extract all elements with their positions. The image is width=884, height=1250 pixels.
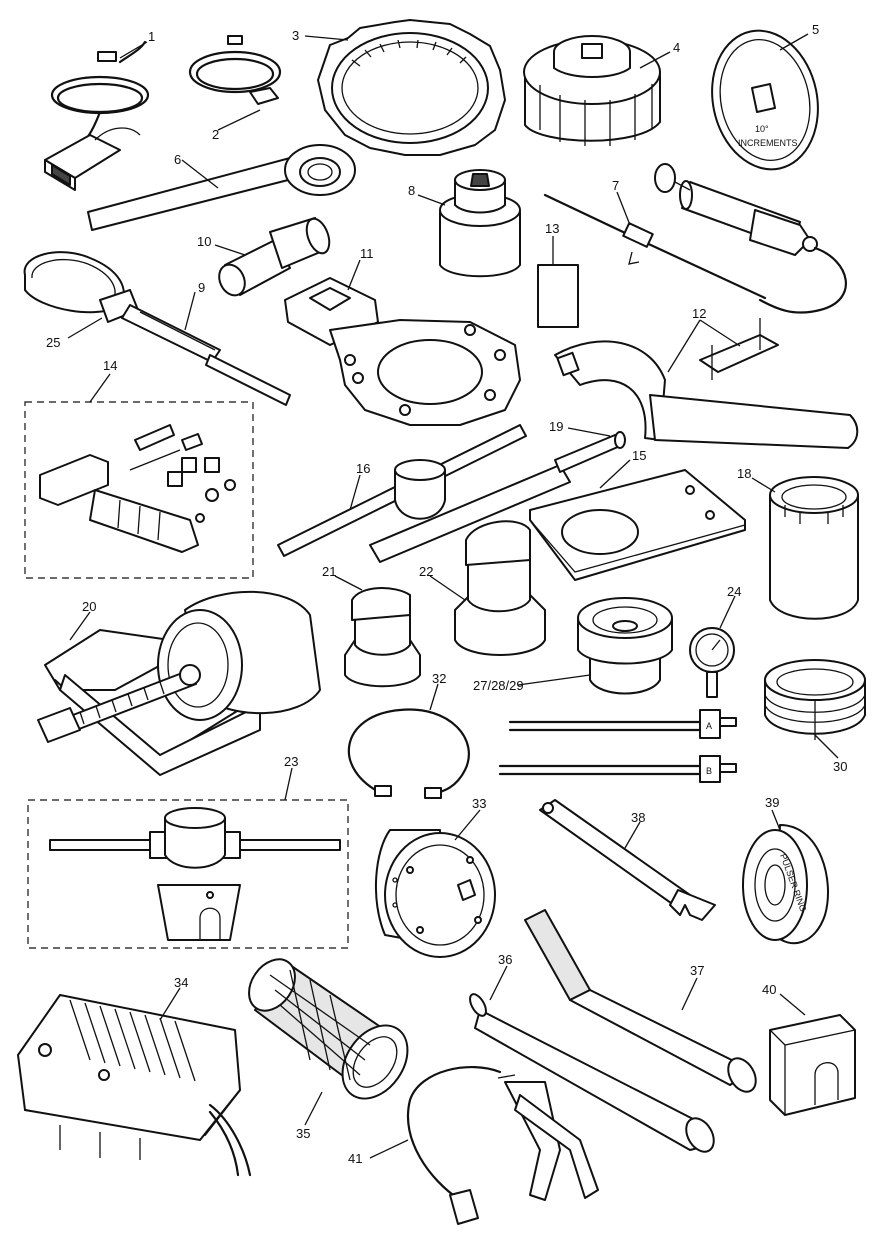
tool-39-pulser-ring-tool: PULSER RING bbox=[742, 824, 829, 945]
tool-9-strap-wrench bbox=[23, 251, 291, 406]
tool-18-castellated-socket bbox=[769, 476, 859, 620]
callout-6: 6 bbox=[174, 152, 181, 167]
tool-15-plate bbox=[529, 469, 746, 581]
callout-32: 32 bbox=[432, 671, 446, 686]
callout-labels: 1 2 3 4 5 6 7 8 9 10 11 12 13 14 15 16 1… bbox=[46, 22, 847, 1166]
callout-40: 40 bbox=[762, 982, 776, 997]
callout-36: 36 bbox=[498, 952, 512, 967]
tool-23-kit bbox=[27, 799, 349, 949]
callout-27-28-29: 27/28/29 bbox=[473, 678, 524, 693]
disc-text-degrees: 10° bbox=[755, 124, 769, 134]
callout-2: 2 bbox=[212, 127, 219, 142]
tool-12-c-spanner bbox=[554, 318, 859, 449]
callout-38: 38 bbox=[631, 810, 645, 825]
callout-18: 18 bbox=[737, 466, 751, 481]
tool-14-kit bbox=[24, 401, 254, 579]
leader-lines bbox=[67, 33, 839, 1159]
callout-37: 37 bbox=[690, 963, 704, 978]
callout-10: 10 bbox=[197, 234, 211, 249]
callout-7: 7 bbox=[612, 178, 619, 193]
callout-34: 34 bbox=[174, 975, 188, 990]
callout-19: 19 bbox=[549, 419, 563, 434]
callout-3: 3 bbox=[292, 28, 299, 43]
hose-a-label: A bbox=[706, 721, 712, 731]
tool-10-pin bbox=[218, 217, 331, 297]
callout-39: 39 bbox=[765, 795, 779, 810]
tool-3-clutch-ring-tool bbox=[317, 19, 506, 156]
tool-37-bar bbox=[524, 909, 757, 1093]
tool-20-press bbox=[37, 590, 321, 776]
tool-11-holding-plate bbox=[284, 277, 521, 426]
tool-2-adaptor-cable bbox=[188, 35, 282, 105]
tool-1-diagnostic-cable bbox=[44, 40, 150, 191]
callout-9: 9 bbox=[198, 280, 205, 295]
callout-25: 25 bbox=[46, 335, 60, 350]
tool-38-spanner bbox=[539, 799, 716, 921]
callout-12: 12 bbox=[692, 306, 706, 321]
callout-24: 24 bbox=[727, 584, 741, 599]
callout-1: 1 bbox=[148, 29, 155, 44]
tool-5-degree-disc: 10° INCREMENTS bbox=[711, 29, 819, 171]
tool-30-split-collar bbox=[764, 659, 866, 740]
tool-35-knurled-socket bbox=[248, 958, 409, 1100]
callout-22: 22 bbox=[419, 564, 433, 579]
tool-27-28-29-bearing-tool bbox=[577, 597, 673, 695]
tool-22-adaptor bbox=[454, 520, 546, 656]
callout-8: 8 bbox=[408, 183, 415, 198]
tool-7-bleed-syringe bbox=[543, 163, 847, 314]
hose-b-label: B bbox=[706, 766, 712, 776]
callout-13: 13 bbox=[545, 221, 559, 236]
callout-20: 20 bbox=[82, 599, 96, 614]
tool-6-pin-wrench bbox=[87, 144, 356, 231]
tool-34-interface-unit bbox=[17, 994, 252, 1177]
callout-23: 23 bbox=[284, 754, 298, 769]
tool-4-filter-wrench bbox=[523, 35, 661, 146]
tool-33-drum bbox=[375, 829, 496, 958]
tool-36-tube bbox=[469, 993, 715, 1153]
callout-5: 5 bbox=[812, 22, 819, 37]
tool-21-adaptor bbox=[344, 587, 421, 688]
tool-41-sensor-pliers bbox=[407, 1065, 599, 1225]
callout-4: 4 bbox=[673, 40, 680, 55]
callout-33: 33 bbox=[472, 796, 486, 811]
callout-21: 21 bbox=[322, 564, 336, 579]
tool-19-drift bbox=[369, 431, 626, 563]
callout-11: 11 bbox=[360, 246, 374, 261]
tool-32-sensor-lead bbox=[347, 708, 470, 799]
callout-15: 15 bbox=[632, 448, 646, 463]
tool-16-bar-tool bbox=[277, 424, 527, 557]
tool-40-block bbox=[769, 1014, 856, 1116]
tool-24-pressure-gauge: A B bbox=[498, 627, 737, 783]
callout-30: 30 bbox=[833, 759, 847, 774]
disc-text-increments: INCREMENTS bbox=[738, 138, 798, 148]
callout-41: 41 bbox=[348, 1151, 362, 1166]
tool-13-label-card bbox=[537, 264, 579, 328]
callout-16: 16 bbox=[356, 461, 370, 476]
callout-14: 14 bbox=[103, 358, 117, 373]
tool-8-socket bbox=[439, 169, 521, 278]
callout-35: 35 bbox=[296, 1126, 310, 1141]
